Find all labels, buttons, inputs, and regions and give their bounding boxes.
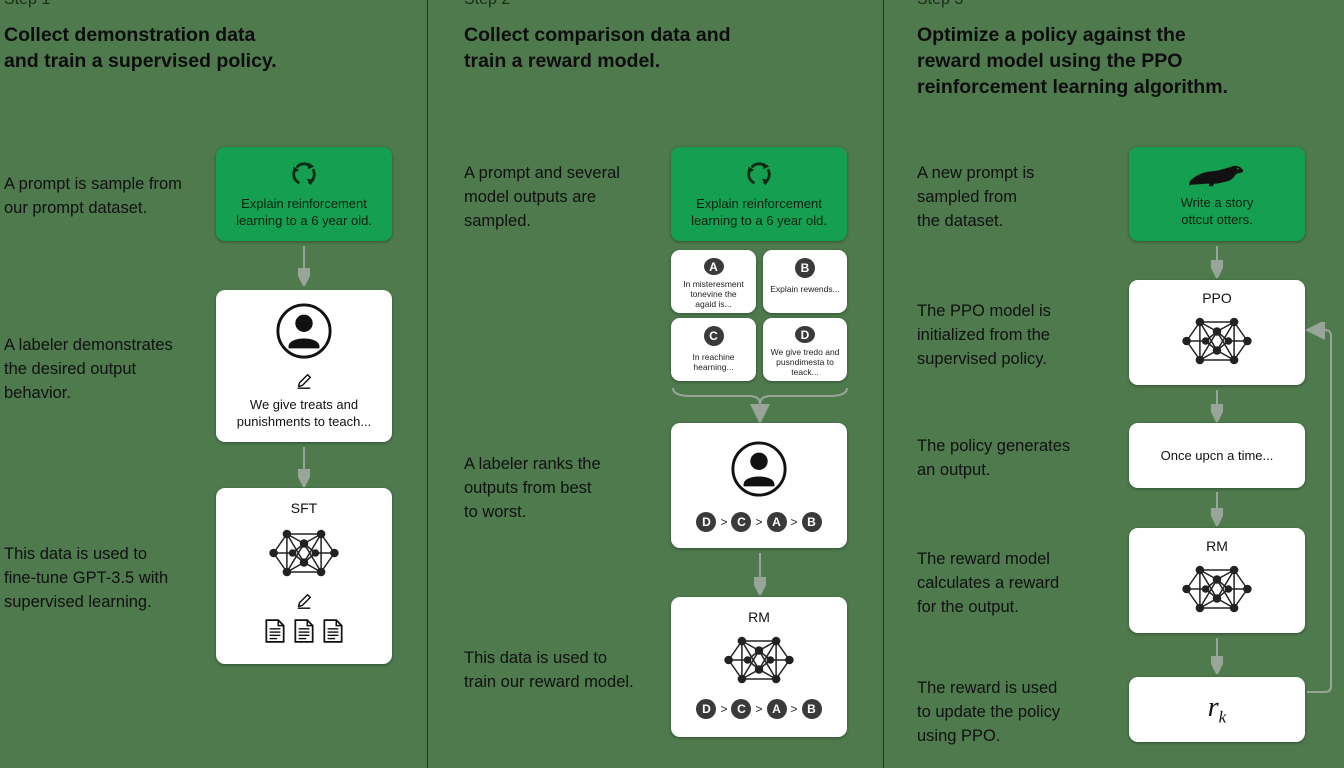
recycle-icon: [744, 159, 774, 189]
step-1-finetune-description: This data is used to fine-tune GPT-3.5 w…: [4, 545, 169, 611]
step-3-reward-description: The reward model calculates a reward for…: [917, 550, 1060, 616]
step-1-sft-box: SFT: [216, 488, 392, 664]
step-1-column: Step 1 Collect demonstration data and tr…: [0, 0, 427, 768]
output-card-c: C In reachine hearning...: [671, 318, 756, 381]
step-1-labeler-description: A labeler demonstrates the desired outpu…: [4, 336, 173, 402]
badge-b: B: [795, 258, 815, 278]
step-2-label: Step 2: [464, 0, 510, 9]
step-3-output-box: Once upcn a time...: [1129, 423, 1305, 488]
rm-label: RM: [748, 609, 770, 625]
pencil-icon: [295, 592, 313, 610]
document-icon: [262, 618, 288, 644]
step-3-reward-box: rk: [1129, 677, 1305, 742]
step-3-column: Step 3 Optimize a policy against the rew…: [884, 0, 1344, 768]
rm-label: RM: [1206, 538, 1228, 554]
step-2-brace: [672, 387, 848, 424]
ppo-label: PPO: [1202, 290, 1232, 306]
step-3-generate-description: The policy generates an output.: [917, 437, 1071, 479]
step-1-arrow-2: [298, 447, 310, 487]
output-card-b: B Explain rewends...: [763, 250, 847, 313]
step-2-train-description: This data is used to train our reward mo…: [464, 649, 634, 691]
step-3-prompt-box: Write a story ottcut otters.: [1129, 147, 1305, 241]
person-icon: [730, 440, 788, 498]
output-card-d: D We give tredo and pusndimesta to teack…: [763, 318, 847, 381]
step-2-arrow: [754, 553, 766, 595]
pencil-icon: [295, 372, 313, 390]
step-2-rank-description: A labeler ranks the outputs from best to…: [464, 455, 601, 521]
rank-2-badge: C: [731, 511, 752, 532]
step-3-update-description: The reward is used to update the policy …: [917, 679, 1061, 745]
step-2-prompt-description: A prompt and several model outputs are s…: [464, 164, 620, 230]
rank-2-badge: C: [731, 699, 752, 719]
step-1-prompt-box: Explain reinforcement learning to a 6 ye…: [216, 147, 392, 241]
step-3-rm-box: RM: [1129, 528, 1305, 633]
step-1-prompt-description: A prompt is sample from our prompt datas…: [4, 175, 182, 217]
step-3-arrow-1: [1211, 246, 1223, 278]
step-2-ranking-box: D> C> A> B: [671, 423, 847, 548]
step-3-ppo-description: The PPO model is initialized from the su…: [917, 302, 1051, 368]
step-3-prompt-description: A new prompt is sampled from the dataset…: [917, 164, 1035, 230]
badge-c: C: [703, 326, 724, 346]
output-text: Once upcn a time...: [1160, 448, 1274, 463]
output-card-a: A In misteresment tonevine the agaid is.…: [671, 250, 756, 313]
step-1-label: Step 1: [4, 0, 50, 9]
step-3-feedback-arrow: [1305, 322, 1332, 693]
person-icon: [275, 302, 333, 360]
rank-4-badge: B: [801, 699, 822, 719]
step-2-prompt-box: Explain reinforcement learning to a 6 ye…: [671, 147, 847, 241]
step-3-label: Step 3: [917, 0, 963, 9]
step-3-title: Optimize a policy against the reward mod…: [917, 24, 1228, 98]
ranking-order: D> C> A> B: [696, 699, 822, 719]
step-3-ppo-box: PPO: [1129, 280, 1305, 385]
step-3-arrow-3: [1211, 492, 1223, 526]
rank-3-badge: A: [766, 699, 787, 719]
column-divider-1: [427, 0, 428, 768]
rank-1-badge: D: [696, 511, 717, 532]
badge-a: A: [703, 258, 724, 275]
step-2-rm-box: RM D> C> A> B: [671, 597, 847, 737]
neural-network-icon: [1179, 558, 1255, 620]
ranking-order: D> C> A> B: [696, 511, 822, 532]
recycle-icon: [289, 159, 319, 189]
step-3-arrow-4: [1211, 638, 1223, 674]
rank-3-badge: A: [766, 511, 787, 532]
neural-network-icon: [266, 522, 342, 584]
sft-label: SFT: [290, 500, 318, 516]
step-1-arrow-1: [298, 246, 310, 286]
rank-4-badge: B: [801, 511, 822, 532]
column-divider-2: [883, 0, 884, 768]
otter-icon: [1186, 160, 1248, 188]
document-icon: [320, 618, 346, 644]
step-2-title: Collect comparison data and train a rewa…: [464, 24, 731, 72]
document-icon: [291, 618, 317, 644]
reward-value: rk: [1207, 691, 1227, 727]
step-1-demonstration-box: We give treats and punishments to teach.…: [216, 290, 392, 442]
neural-network-icon: [1179, 310, 1255, 372]
badge-d: D: [795, 326, 815, 343]
step-2-column: Step 2 Collect comparison data and train…: [428, 0, 883, 768]
step-1-title: Collect demonstration data and train a s…: [4, 24, 277, 72]
rank-1-badge: D: [696, 699, 717, 719]
neural-network-icon: [721, 629, 797, 691]
step-3-arrow-2: [1211, 390, 1223, 422]
